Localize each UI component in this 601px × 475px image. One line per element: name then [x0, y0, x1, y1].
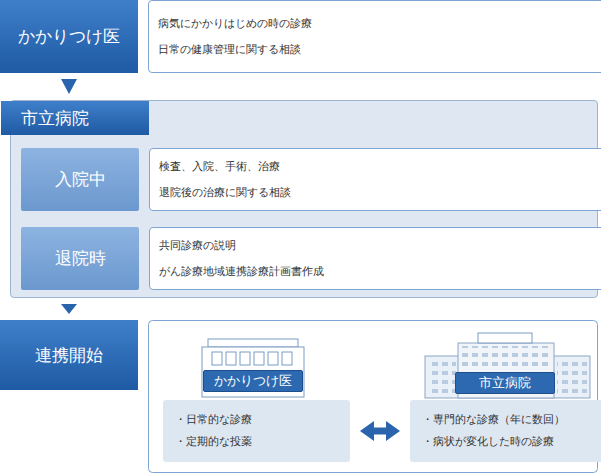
list-item: ・専門的な診療（年に数回） [422, 413, 601, 427]
building-sign: 市立病院 [455, 372, 555, 394]
box-text: 共同診療の説明 [159, 239, 601, 253]
row-label: かかりつけ医 [0, 0, 138, 73]
drawing-part [374, 428, 386, 435]
flow-arrow [61, 304, 77, 314]
description-box: 検査、入院、手術、治療退院後の治療に関する相談 [149, 148, 601, 211]
box-text: かかりつけ医 [18, 25, 120, 48]
box-text: 連携開始 [35, 344, 103, 367]
drawing-part [461, 346, 551, 370]
phase-label: 退院時 [21, 227, 139, 290]
hospital-panel: 市立病院入院中 検査、入院、手術、治療退院後の治療に関する相談退院時 共同診療の… [10, 100, 598, 298]
drawing-part [428, 360, 456, 396]
drawing-part [386, 421, 400, 441]
panel-heading: 市立病院 [1, 101, 149, 135]
row-label: 連携開始 [0, 320, 138, 390]
box-text: 病気にかかりはじめの時の診療 [158, 17, 601, 31]
drawing-part [61, 79, 77, 94]
building-sign: かかりつけ医 [203, 370, 303, 392]
drawing-part [61, 304, 77, 314]
box-text: 日常の健康管理に関する相談 [158, 43, 601, 57]
box-text: 退院後の治療に関する相談 [159, 186, 601, 200]
role-list-box: ・日常的な診療・定期的な投薬 [163, 400, 350, 462]
hospital-building [425, 333, 590, 398]
drawing-part [282, 352, 292, 365]
drawing-part [268, 352, 278, 365]
drawing-part [557, 360, 587, 396]
drawing-part [478, 333, 532, 343]
clinic-building [202, 339, 304, 397]
role-list-box: ・専門的な診療（年に数回） ・病状が変化した時の診療 [410, 400, 601, 462]
box-text: 入院中 [55, 168, 106, 191]
flow-arrow [360, 421, 400, 441]
list-item: ・日常的な診療 [175, 413, 350, 427]
box-text: がん診療地域連携診療計画書作成 [159, 265, 601, 279]
box-text: かかりつけ医 [214, 372, 292, 390]
list-item: ・定期的な投薬 [175, 435, 350, 449]
drawing-part [202, 347, 304, 397]
drawing-part [240, 352, 250, 365]
list-item: ・病状が変化した時の診療 [422, 435, 601, 449]
drawing-part [360, 421, 374, 441]
phase-label: 入院中 [21, 148, 139, 211]
description-box: 共同診療の説明がん診療地域連携診療計画書作成 [149, 227, 601, 290]
box-text: 退院時 [55, 247, 106, 270]
drawing-part [254, 352, 264, 365]
drawing-part [212, 352, 222, 365]
flow-arrow [61, 79, 77, 94]
drawing-part [208, 339, 298, 347]
drawing-part [226, 352, 236, 365]
description-box: 病気にかかりはじめの時の診療日常の健康管理に関する相談 [148, 0, 601, 73]
box-text: 検査、入院、手術、治療 [159, 160, 601, 174]
box-text: 市立病院 [479, 374, 531, 392]
